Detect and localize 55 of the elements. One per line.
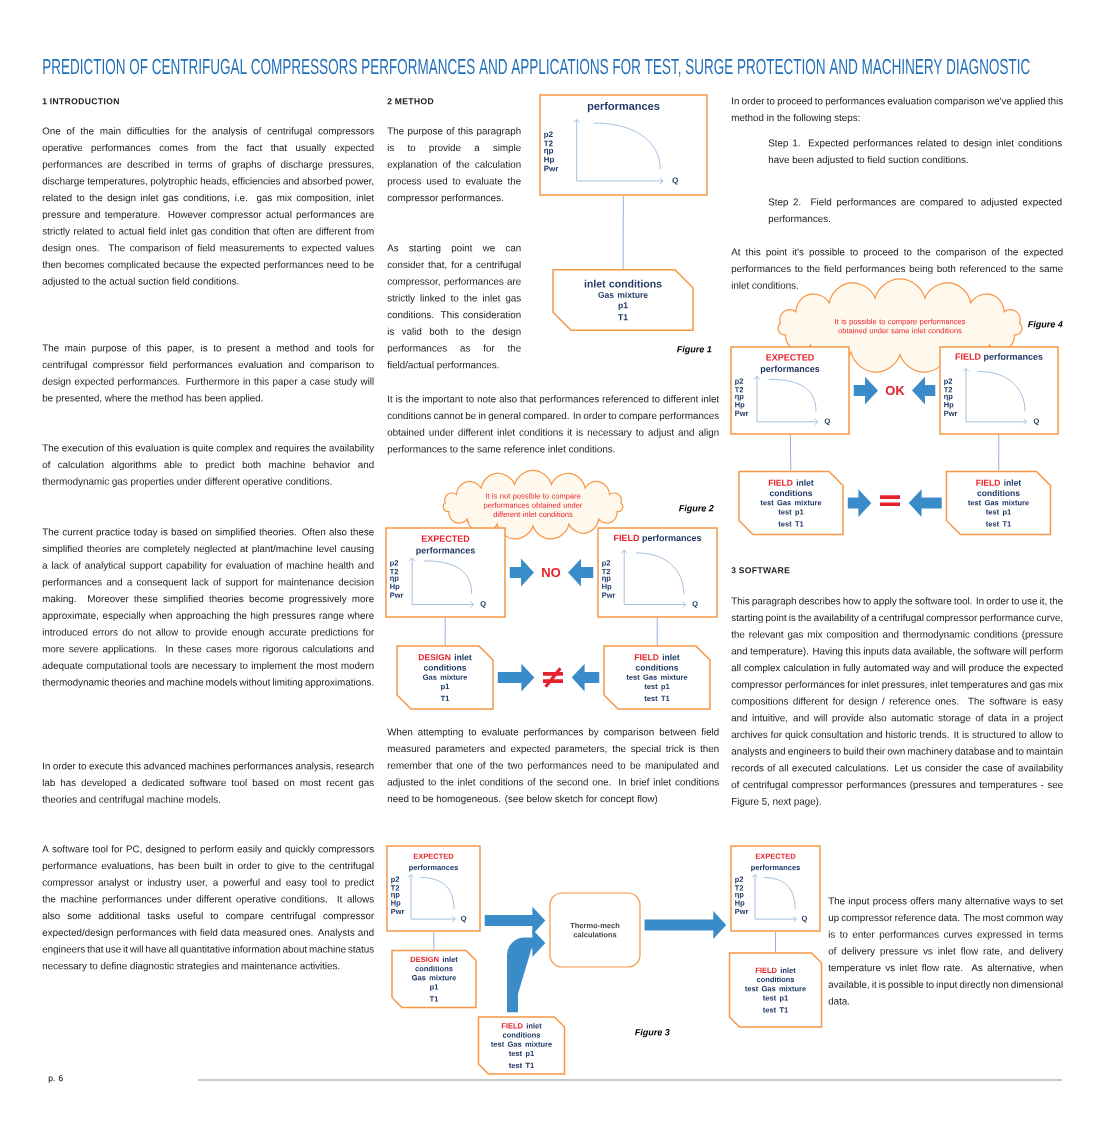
body-paragraph: In order to proceed to performances evaluation comparison we've applied this method in the following steps: — [731, 97, 1063, 124]
page-number: p. 6 — [48, 1075, 63, 1083]
connector-line — [622, 195, 624, 270]
chart-box — [386, 845, 481, 932]
section-heading: 1 INTRODUCTION — [42, 98, 119, 105]
body-paragraph: One of the main difficulties for the analysis of centrifugal compressors operative performances comes from the fact that usually expected performances are described in terms of graphs of discharge pressures, discharge temperatures, polytrophic heads, efficiencies and absorbed power, related to the design inlet gas conditions, i.e. gas mix composition, inlet pressure and temperature. However compressor actual performances are strictly related to actual field inlet gas condition that often are different from design ones. The comparison of field measurements to expected values then becomes complicated because the expected performances need to be adjusted to the actual suction field conditions. — [42, 127, 375, 287]
body-paragraph: When attempting to evaluate performances by comparison between field measured parameters and expected parameters, the special trick is then remember that one of the two performances need to be manipulated and adjusted to the inlet conditions of the second one. In brief inlet conditions need to be homogeneous. (see below sketch for concept flow) — [387, 728, 719, 805]
chart-title: performances — [587, 101, 660, 113]
result-label: NO — [542, 567, 561, 578]
section-heading: 2 METHOD — [387, 98, 434, 105]
connector-line — [656, 617, 658, 646]
result-label: OK — [885, 385, 905, 396]
connector-line — [433, 931, 435, 951]
comparison-sign: ≠ — [543, 667, 563, 688]
body-paragraph: Step 1. Expected performances related to design inlet conditions have been adjusted to field suction conditions. — [768, 139, 1062, 166]
figure-caption: Figure 3 — [634, 1028, 670, 1038]
chart-box — [385, 527, 506, 618]
body-paragraph: This paragraph describes how to apply the software tool. In order to use it, the starting point is the availability of a centrifugal compressor performance curve, the relevant gas mix composition and thermodynamic conditions (pressure and temperature). Having this inputs data available, the software will perform all complex calculation in fully automated way and will produce the expected compressor performances for inlet pressures, inlet temperatures and gas mix compositions different for design / reference ones. The software is easy and intuitive, and will provide also automatic storage of data in a project archives for quick consultation and historic trends. It is structured to allow to analysts and engineers to build their own machinery database and to maintain records of all executed calculations. Let us consider the case of availability of centrifugal compressor performances (pressures and temperatures - see Figure 5, next page). — [731, 597, 1064, 807]
body-paragraph: The current practice today is based on simplified theories. Often also these simplified theories are completely neglected at plant/machine level causing a lack of analytical support capability for evaluation of machine health and performances and a consequent lack of support for maintenance decision making. Moreover these simplified theories become progressively more approximate, especially when approaching the high pressures range where introduced errors do not allow to provide enough accurate predictions for more severe applications. In these cases more rigorous calculations and adequate computational tools are necessary to implement the most modern thermodynamic theories and machine models without limiting approximations. — [42, 528, 374, 688]
chart-box — [597, 527, 718, 618]
figure-caption: Figure 1 — [676, 345, 712, 355]
chart-box — [539, 94, 708, 196]
axis-label: Pwr — [544, 165, 559, 172]
axis-label: ηp — [544, 148, 554, 155]
chart-title: FIELD performances — [955, 353, 1043, 362]
page-title: PREDICTION OF CENTRIFUGAL COMPRESSORS PERFORMANCES AND APPLICATIONS FOR TEST, SURGE PROTECTION AND MACHINERY DIAGNOSTIC — [43, 58, 1030, 77]
body-paragraph: The execution of this evaluation is quite complex and requires the availability of calculation algorithms able to predict both machine behavior and thermodynamic gas properties under different operative conditions. — [42, 444, 375, 487]
axis-label: T2 — [543, 140, 553, 147]
axis-label: p2 — [544, 131, 553, 139]
axis-label: Hp — [544, 156, 555, 164]
body-paragraph: The purpose of this paragraph is to provide a simple explanation of the calculation process used to evaluate the compressor performances. — [387, 127, 521, 204]
body-paragraph: The input process offers many alternative ways to set up compressor reference data. The most common way is to enter performances curves expressed in terms of delivery pressure vs inlet flow rate, and delivery temperature vs inlet flow rate. As alternative, when available, it is possible to input directly non dimensional data. — [828, 897, 1064, 1005]
figure-caption: Figure 4 — [1027, 320, 1063, 330]
body-paragraph: In order to execute this advanced machines performances analysis, research lab has developed a dedicated software tool based on most recent gas theories and centrifugal machine models. — [42, 762, 374, 805]
chart-box — [939, 346, 1059, 435]
body-paragraph: As starting point we can consider that, for a centrifugal compressor, performances are strictly linked to the inlet gas conditions. This consideration is valid both to the design performances as for the field/actual performances. — [387, 244, 521, 371]
connector-line — [789, 434, 792, 472]
axis-label: Q — [672, 177, 678, 185]
connector-line — [775, 931, 776, 953]
connector-line — [998, 434, 1000, 472]
body-paragraph: The main purpose of this paper, is to present a method and tools for centrifugal compressor field performances evaluation and comparison to design expected performances. Furthermore in this paper a case study will be presented, where the method has been applied. — [42, 344, 374, 404]
body-paragraph: It is the important to note also that performances referenced to different inlet conditions cannot be in general compared. In order to compare performances obtained under different inlet conditions it is necessary to adjust and align performances to the same reference inlet conditions. — [387, 395, 720, 455]
figure-caption: Figure 2 — [678, 504, 714, 514]
chart-title: performances — [760, 365, 820, 374]
connector-line — [444, 617, 446, 646]
chart-title: performances — [416, 546, 475, 556]
body-paragraph: At this point it's possible to proceed to the comparison of the expected performances to the field performances being both referenced to the same inlet conditions. — [731, 248, 1063, 289]
body-paragraph: Step 2. Field performances are compared to adjusted expected performances. — [768, 198, 1062, 225]
chart-title: EXPECTED — [766, 354, 814, 361]
chart-box — [730, 845, 821, 932]
chart-box — [730, 346, 850, 435]
inlet-conditions-box: inlet conditions Gas mixture p1 T1 — [552, 269, 694, 331]
comparison-sign: = — [880, 495, 900, 507]
section-heading: 3 SOFTWARE — [731, 567, 790, 574]
body-paragraph: A software tool for PC, designed to perform easily and quickly compressors performance evaluations, has been built in order to give to the centrifugal compressor analyst or industry user, a powerful and easy tool to predict the machine performances under different operative conditions. It allows also some additional tasks useful to compare centrifugal compressor expected/design performances with field data measured ones. Analysts and engineers that use it will have all quantitative information about machine status necessary to define diagnostic strategies and maintenance activities. — [42, 845, 375, 972]
